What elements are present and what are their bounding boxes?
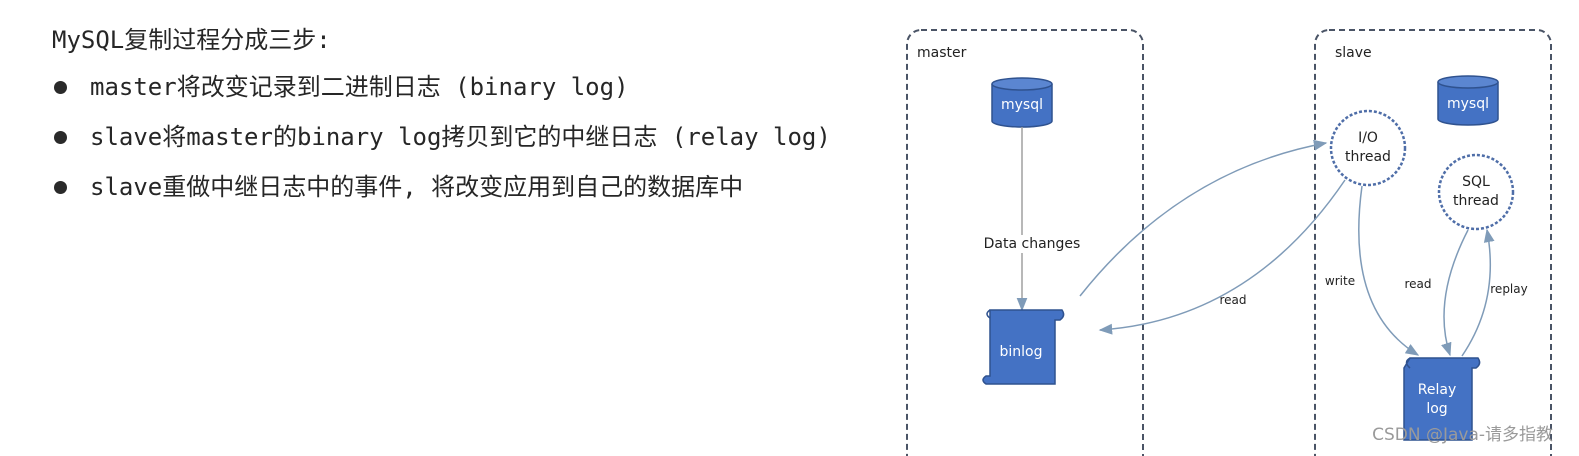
bullet-text: master将改变记录到二进制日志 (binary log): [90, 73, 629, 101]
master-label: master: [917, 45, 967, 61]
relay-log-scroll-icon: Relay log: [1403, 357, 1481, 441]
io-thread-label-line1: I/O: [1358, 130, 1378, 146]
master-db-label: mysql: [1001, 97, 1043, 113]
bullet-dot-icon: [54, 181, 67, 194]
relay-label-line1: Relay: [1418, 382, 1456, 398]
relay-read-arrow: [1441, 229, 1469, 357]
binlog-scroll-icon: binlog: [982, 309, 1065, 385]
master-database-icon: mysql: [991, 77, 1053, 128]
binlog-label: binlog: [1000, 344, 1043, 360]
sql-thread-label-line2: thread: [1453, 193, 1499, 209]
slide-title: MySQL复制过程分成三步:: [52, 26, 331, 54]
master-container: [906, 29, 1144, 456]
replay-arrow: [1461, 228, 1495, 357]
data-changes-label: Data changes: [984, 236, 1081, 252]
relay-read-label: read: [1404, 277, 1431, 291]
slave-db-label: mysql: [1447, 96, 1489, 112]
binlog-read-arrow: [1098, 179, 1346, 335]
relay-label-line2: log: [1426, 401, 1447, 417]
replay-label: replay: [1490, 282, 1527, 296]
slave-container: [1314, 29, 1552, 456]
bullet-dot-icon: [54, 131, 67, 144]
io-thread-label-line2: thread: [1345, 149, 1391, 165]
slave-database-icon: mysql: [1437, 75, 1499, 126]
io-request-arrow: [1079, 139, 1328, 297]
sql-thread-label-line1: SQL: [1462, 174, 1490, 190]
slave-label: slave: [1335, 45, 1372, 61]
write-label: write: [1325, 274, 1355, 288]
bullet-text: slave将master的binary log拷贝到它的中继日志 (relay …: [90, 123, 831, 151]
bullet-dot-icon: [54, 81, 67, 94]
io-thread-node: I/O thread: [1329, 109, 1407, 187]
data-changes-label-bg: [986, 235, 1078, 253]
sql-thread-node: SQL thread: [1437, 153, 1515, 231]
write-arrow: [1358, 185, 1420, 356]
watermark: CSDN @Java-请多指教: [1372, 425, 1553, 445]
bullet-text: slave重做中继日志中的事件, 将改变应用到自己的数据库中: [90, 173, 744, 201]
binlog-read-label: read: [1219, 293, 1246, 307]
